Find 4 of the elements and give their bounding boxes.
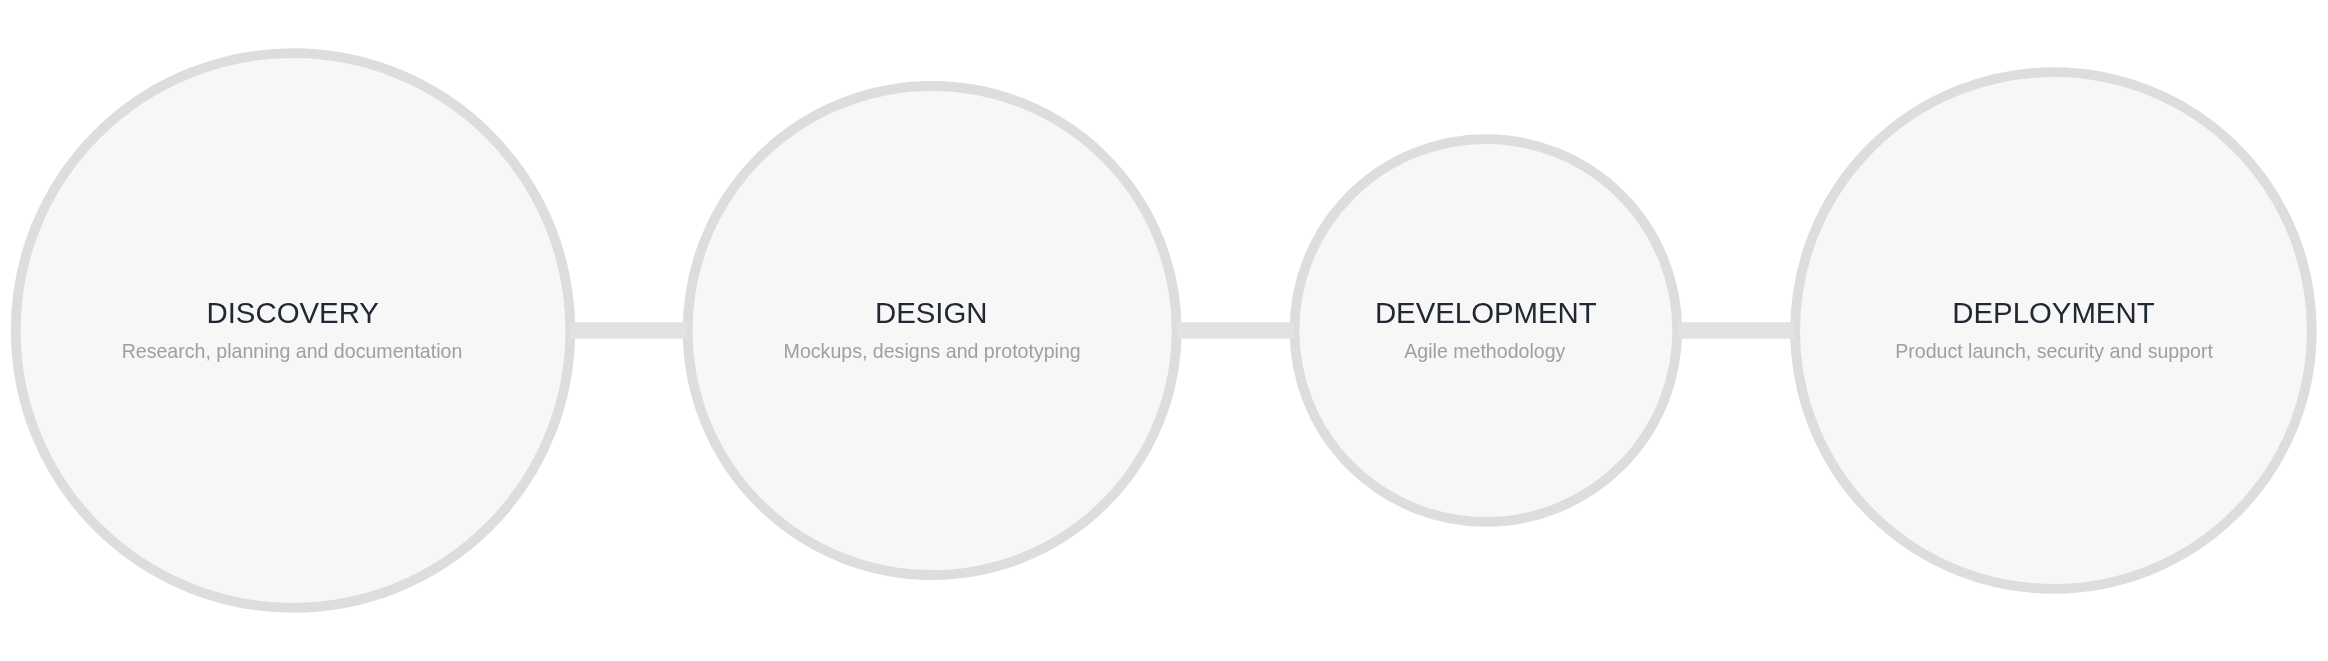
node-circle: DEPLOYMENT Product launch, security and support (1790, 67, 2317, 594)
node-circle: DESIGN Mockups, designs and prototyping (682, 81, 1182, 580)
node-circle: DISCOVERY Research, planning and documentation (10, 48, 576, 613)
node-circle: DEVELOPMENT Agile methodology (1289, 134, 1683, 527)
